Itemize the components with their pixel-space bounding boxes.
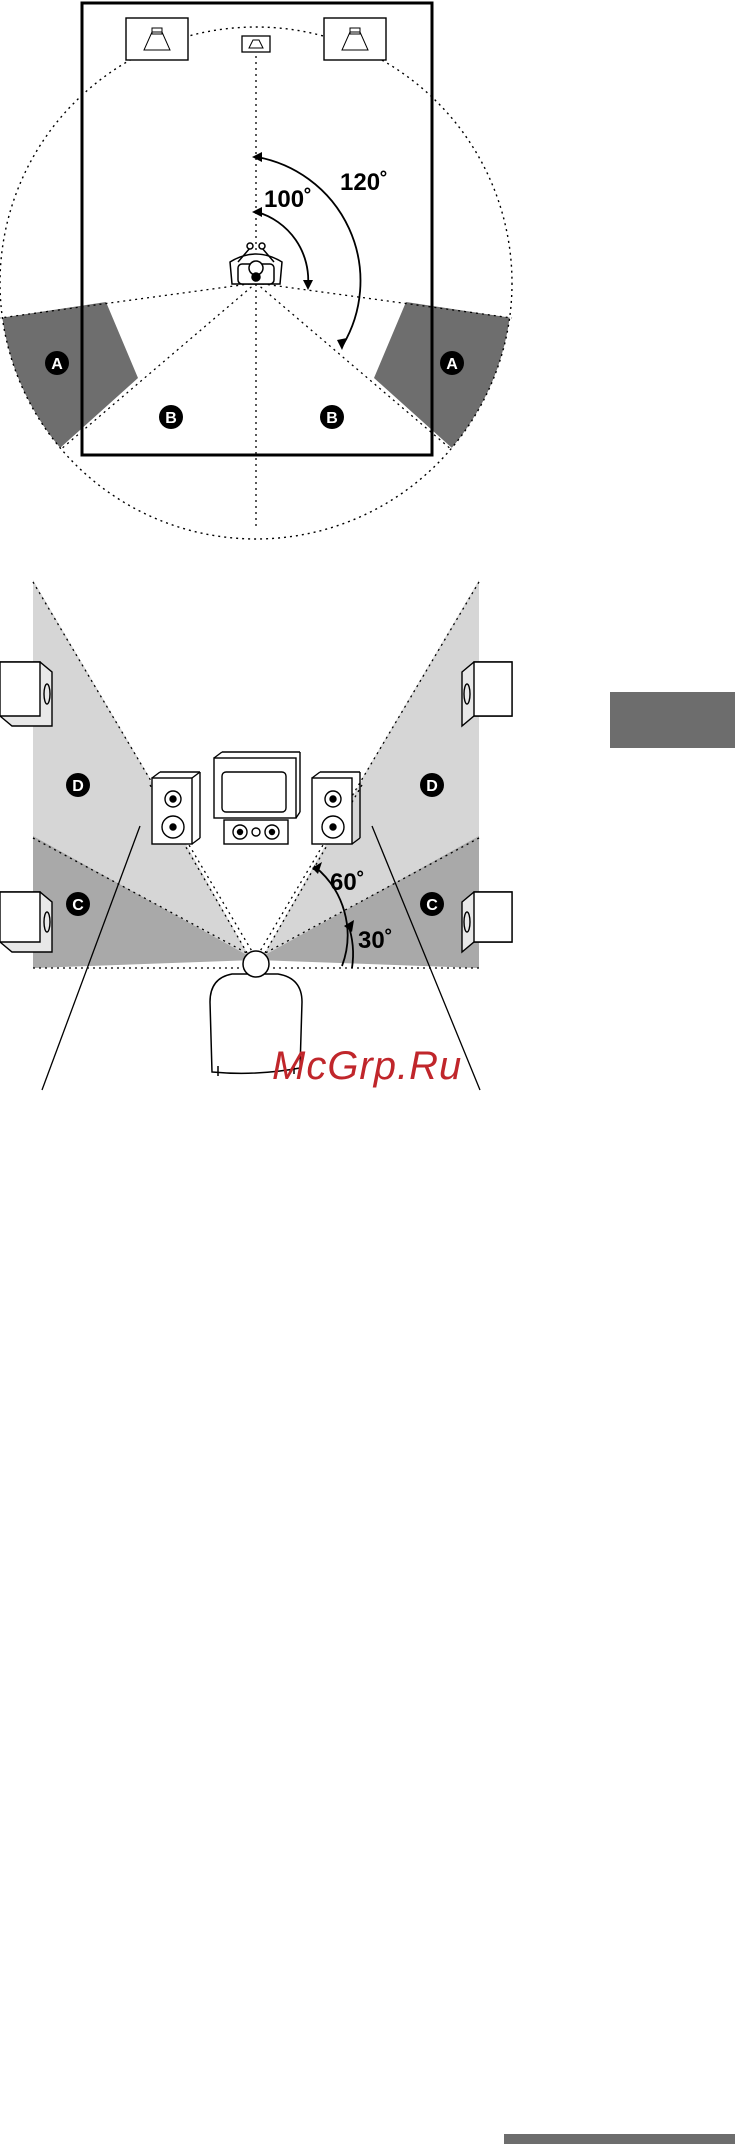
section-tab [610, 692, 735, 748]
angle-label-100: 100˚ [264, 186, 312, 213]
watermark-text: McGrp.Ru [272, 1044, 462, 1089]
svg-text:C: C [72, 897, 84, 914]
surround-left-speaker-icon [0, 892, 52, 952]
center-speaker-front-icon [224, 820, 288, 844]
zone-a-left [0, 302, 138, 470]
svg-text:A: A [446, 356, 458, 373]
svg-text:D: D [72, 778, 84, 795]
svg-text:D: D [426, 778, 438, 795]
center-speaker-icon [242, 36, 270, 52]
footer-bar [504, 2134, 735, 2144]
surround-back-right-speaker-icon [462, 662, 512, 726]
zone-badge-b-right: B [320, 405, 344, 429]
front-left-speaker-icon [126, 18, 188, 60]
dotted-rays [0, 50, 512, 530]
svg-text:B: B [165, 410, 177, 427]
svg-text:C: C [426, 897, 438, 914]
room-outline [82, 3, 432, 455]
speaker-angle-diagram: 60˚ 30˚ D D C C [0, 570, 735, 1100]
tv-icon [214, 752, 300, 818]
zone-badge-d-right: D [420, 773, 444, 797]
angle-label-60: 60˚ [330, 869, 365, 896]
zone-a-right [374, 302, 512, 470]
zone-badge-c-right: C [420, 892, 444, 916]
surround-placement-diagram: 100˚ 120˚ A A B B [0, 0, 735, 540]
svg-text:A: A [51, 356, 63, 373]
angle-label-30: 30˚ [358, 927, 393, 954]
front-right-speaker-icon [324, 18, 386, 60]
angle-label-120: 120˚ [340, 169, 388, 196]
surround-right-speaker-icon [462, 892, 512, 952]
zone-badge-a-right: A [440, 351, 464, 375]
zone-badge-b-left: B [159, 405, 183, 429]
zone-badge-d-left: D [66, 773, 90, 797]
surround-back-left-speaker-icon [0, 662, 52, 726]
zone-badge-c-left: C [66, 892, 90, 916]
svg-text:B: B [326, 410, 338, 427]
zone-badge-a-left: A [45, 351, 69, 375]
